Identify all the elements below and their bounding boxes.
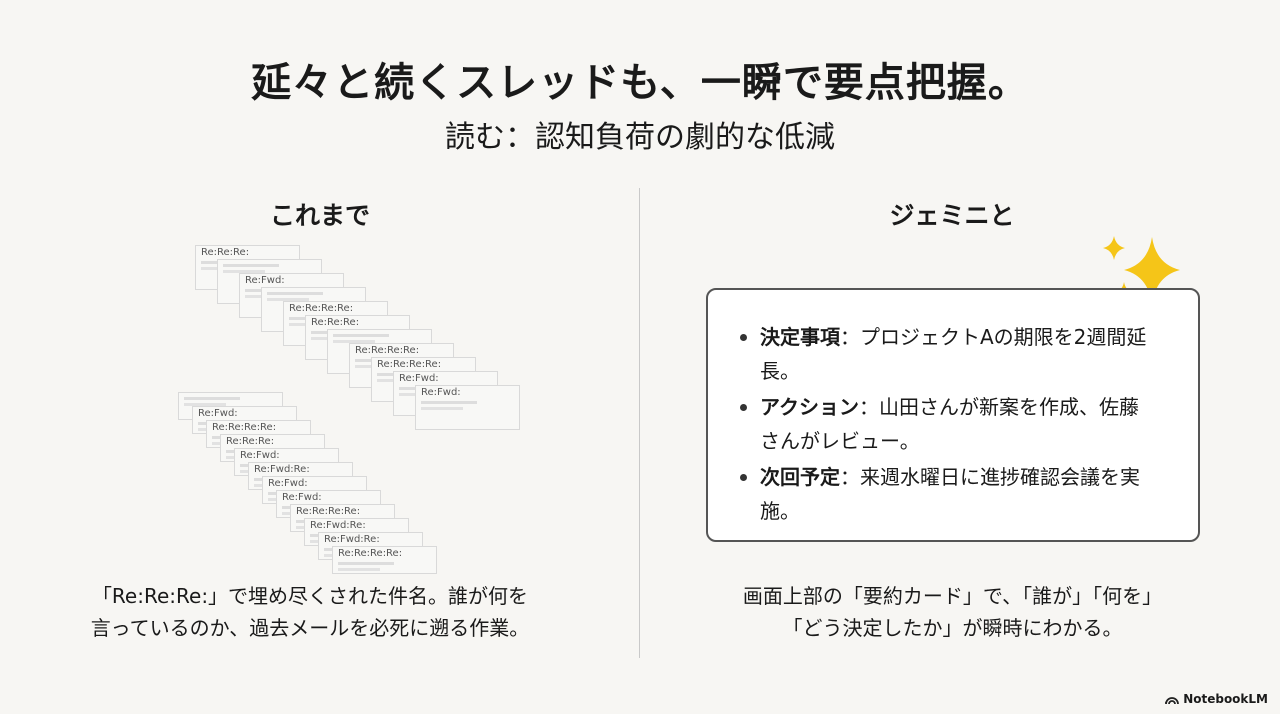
right-heading: ジェミニと	[889, 201, 1015, 230]
column-divider	[639, 188, 640, 658]
email-preview-lines	[333, 334, 426, 343]
right-caption-line: 画面上部の「要約カード」で、「誰が」「何を」	[742, 584, 1163, 608]
email-preview-lines	[223, 264, 316, 273]
email-subject: Re:Fwd:Re:	[324, 534, 380, 545]
left-caption: 「Re:Re:Re:」で埋め尽くされた件名。誰が何を 言っているのか、過去メール…	[40, 580, 580, 644]
notebooklm-logo-icon	[1165, 697, 1180, 704]
email-subject: Re:Fwd:	[399, 373, 439, 384]
summary-item-label: 決定事項	[760, 325, 840, 349]
email-subject: Re:Fwd:	[198, 408, 238, 419]
email-subject: Re:Re:Re:Re:	[377, 359, 442, 370]
email-subject: Re:Fwd:	[240, 450, 280, 461]
email-preview-lines	[184, 397, 277, 406]
left-heading: これまで	[269, 201, 370, 230]
email-subject: Re:Fwd:	[282, 492, 322, 503]
email-subject: Re:Fwd:	[421, 387, 461, 398]
email-subject: Re:Fwd:Re:	[254, 464, 310, 475]
summary-item-text: ：プロジェクトAの期限を2週間延長。	[760, 325, 1147, 383]
email-subject: Re:Fwd:	[268, 478, 308, 489]
email-subject: Re:Re:Re:Re:	[338, 548, 403, 559]
right-caption: 画面上部の「要約カード」で、「誰が」「何を」 「どう決定したか」が瞬時にわかる。	[680, 580, 1225, 644]
email-subject: Re:Fwd:Re:	[310, 520, 366, 531]
email-subject: Re:Re:Re:Re:	[212, 422, 277, 433]
email-subject: Re:Re:Re:Re:	[355, 345, 420, 356]
email-thread-stack: Re:Re:Re:Re:Fwd:Re:Re:Re:Re:Re:Re:Re:Re:…	[178, 245, 520, 574]
summary-item: アクション：山田さんが新案を作成、佐藤さんがレビュー。	[738, 390, 1158, 458]
notebooklm-logo: NotebookLM	[1165, 692, 1268, 706]
email-card: Re:Fwd:	[415, 385, 520, 430]
email-subject: Re:Fwd:	[245, 275, 285, 286]
email-subject: Re:Re:Re:	[226, 436, 275, 447]
email-preview-lines	[267, 292, 360, 301]
right-caption-line: 「どう決定したか」が瞬時にわかる。	[782, 616, 1123, 640]
summary-item: 次回予定：来週水曜日に進捗確認会議を実施。	[738, 460, 1158, 528]
summary-item-text: ：山田さんが新案を作成、佐藤さんがレビュー。	[760, 395, 1139, 453]
left-caption-line: 「Re:Re:Re:」で埋め尽くされた件名。誰が何を	[91, 584, 529, 608]
summary-item-label: 次回予定	[760, 465, 840, 489]
email-preview-lines	[421, 401, 514, 410]
summary-item-text: ：来週水曜日に進捗確認会議を実施。	[760, 465, 1140, 523]
email-subject: Re:Re:Re:Re:	[289, 303, 354, 314]
summary-item-label: アクション	[760, 395, 859, 419]
slide-title: 延々と続くスレッドも、一瞬で要点把握。	[251, 60, 1029, 106]
email-subject: Re:Re:Re:	[311, 317, 360, 328]
summary-item: 決定事項：プロジェクトAの期限を2週間延長。	[738, 320, 1158, 388]
email-subject: Re:Re:Re:Re:	[296, 506, 361, 517]
summary-card: 決定事項：プロジェクトAの期限を2週間延長。 アクション：山田さんが新案を作成、…	[706, 288, 1200, 542]
email-subject: Re:Re:Re:	[201, 247, 250, 258]
left-caption-line: 言っているのか、過去メールを必死に遡る作業。	[90, 616, 530, 640]
email-preview-lines	[338, 562, 431, 571]
brand-name: NotebookLM	[1183, 692, 1268, 706]
email-card: Re:Re:Re:Re:	[332, 546, 437, 574]
slide-subtitle: 読む：認知負荷の劇的な低減	[445, 120, 835, 155]
